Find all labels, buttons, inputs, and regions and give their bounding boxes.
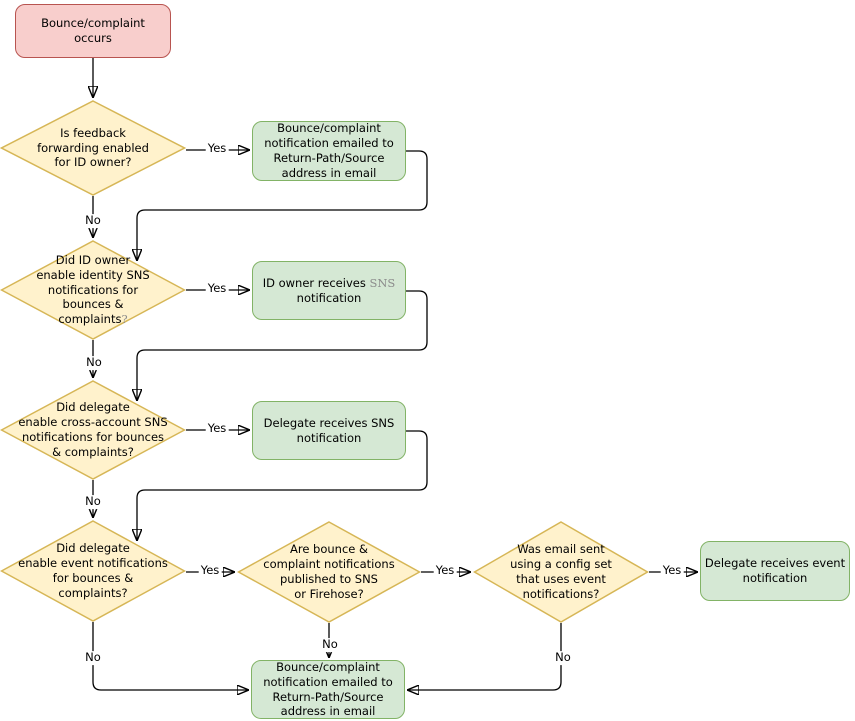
edge-emailtop-to-identity (137, 150, 428, 261)
edge-label-identity-no: No (84, 355, 104, 370)
edge-event-no (92, 622, 249, 690)
edge-config-no (407, 623, 562, 690)
edge-delegatesns-to-event (137, 430, 428, 541)
decision-identity-sns-suffix: ? (121, 312, 128, 327)
decision-config-set: Was email sent using a config set that u… (473, 521, 649, 623)
decision-identity-sns-label: Did ID owner enable identity SNS notific… (36, 253, 149, 328)
decision-identity-sns-text: Did ID owner enable identity SNS notific… (36, 252, 150, 327)
diamond-shape (0, 240, 186, 340)
decision-event-notifications-label: Did delegate enable event notifications … (18, 541, 168, 600)
edge-label-feedback-yes: Yes (205, 141, 229, 156)
edge-label-event-no: No (83, 650, 103, 665)
edge-label-config-yes: Yes (660, 563, 684, 578)
diamond-shape (237, 521, 421, 623)
diamond-shape (0, 380, 186, 480)
result-delegate-event-notification: Delegate receives event notification (700, 541, 850, 601)
diamond-shape (473, 521, 649, 623)
diamond-shape (0, 100, 186, 196)
decision-published-sns-firehose-label: Are bounce & complaint notifications pub… (263, 542, 395, 601)
id-owner-sns-word: SNS (369, 275, 396, 290)
edge-label-config-no: No (553, 650, 573, 665)
decision-cross-account-sns-label: Did delegate enable cross-account SNS no… (18, 400, 168, 459)
id-owner-sns-post: notification (296, 290, 362, 305)
decision-published-sns-firehose: Are bounce & complaint notifications pub… (237, 521, 421, 623)
result-email-return-path-top-label: Bounce/complaint notification emailed to… (264, 121, 394, 180)
decision-identity-sns: Did ID owner enable identity SNS notific… (0, 240, 186, 340)
decision-event-notifications: Did delegate enable event notifications … (0, 520, 186, 622)
result-email-return-path-bottom: Bounce/complaint notification emailed to… (251, 660, 405, 719)
edge-label-cross-yes: Yes (205, 421, 229, 436)
edge-label-event-yes: Yes (198, 563, 222, 578)
diamond-shape (0, 520, 186, 622)
result-delegate-sns-notification-label: Delegate receives SNS notification (263, 415, 395, 445)
id-owner-sns-pre: ID owner receives (262, 275, 370, 290)
edge-idownersns-to-cross (137, 290, 428, 401)
result-id-owner-sns-notification: ID owner receives SNS notification (252, 261, 406, 320)
result-delegate-event-notification-label: Delegate receives event notification (704, 556, 846, 585)
result-id-owner-sns-notification-label: ID owner receives SNS notification (263, 276, 396, 306)
edge-label-identity-yes: Yes (205, 281, 229, 296)
result-delegate-sns-notification: Delegate receives SNS notification (252, 401, 406, 460)
edge-label-cross-no: No (83, 494, 103, 509)
edge-label-published-no: No (320, 637, 340, 652)
decision-cross-account-sns: Did delegate enable cross-account SNS no… (0, 380, 186, 480)
start-node-bounce-complaint-occurs: Bounce/complaint occurs (15, 4, 171, 58)
edge-label-feedback-no: No (83, 213, 103, 228)
decision-feedback-forwarding: Is feedback forwarding enabled for ID ow… (0, 100, 186, 196)
decision-feedback-forwarding-label: Is feedback forwarding enabled for ID ow… (37, 125, 149, 170)
decision-config-set-label: Was email sent using a config set that u… (510, 542, 612, 601)
start-node-label: Bounce/complaint occurs (41, 16, 145, 45)
result-email-return-path-bottom-label: Bounce/complaint notification emailed to… (263, 659, 393, 719)
result-email-return-path-top: Bounce/complaint notification emailed to… (252, 121, 406, 181)
edge-label-published-yes: Yes (433, 563, 457, 578)
